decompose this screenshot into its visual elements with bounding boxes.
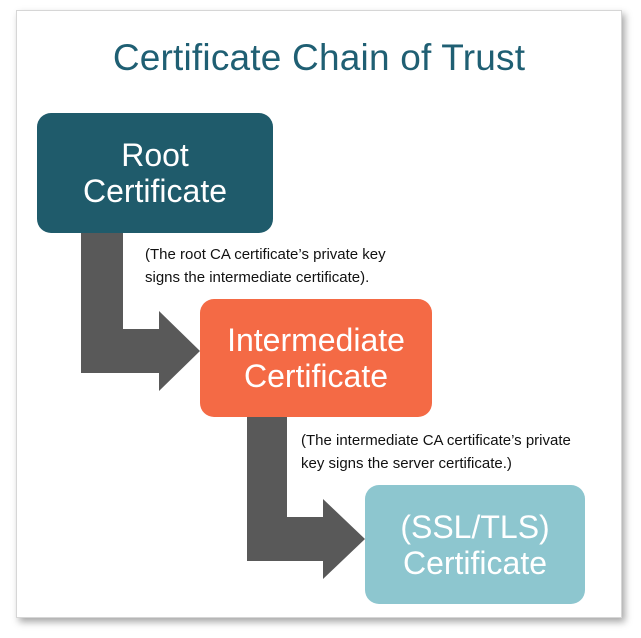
root-signing-note: (The root CA certificate’s private key s…: [145, 243, 386, 289]
arrow-intermediate-to-server: [247, 417, 365, 579]
server-certificate-label-line2: Certificate: [402, 544, 548, 581]
server-certificate-label-line1: (SSL/TLS): [400, 508, 550, 545]
root-certificate-box: Root Certificate: [37, 113, 273, 233]
intermediate-signing-note: (The intermediate CA certificate’s priva…: [301, 429, 571, 475]
root-certificate-label-line2: Certificate: [82, 173, 228, 209]
server-certificate-box: (SSL/TLS) Certificate: [365, 485, 585, 604]
diagram-frame: Certificate Chain of Trust Root Certific…: [16, 10, 622, 618]
arrows-layer: [81, 233, 365, 579]
arrow-root-to-intermediate: [81, 233, 200, 391]
intermediate-signing-note-line1: (The intermediate CA certificate’s priva…: [301, 432, 571, 449]
root-signing-note-line1: (The root CA certificate’s private key: [145, 246, 386, 263]
intermediate-certificate-label-line2: Certificate: [243, 358, 389, 394]
root-signing-note-line2: signs the intermediate certificate).: [145, 269, 370, 286]
diagram-title: Certificate Chain of Trust: [112, 37, 526, 78]
intermediate-certificate-label-line1: Intermediate: [227, 322, 405, 358]
intermediate-certificate-box: Intermediate Certificate: [200, 299, 432, 417]
intermediate-signing-note-line2: key signs the server certificate.): [301, 455, 512, 472]
root-certificate-label-line1: Root: [121, 137, 189, 173]
